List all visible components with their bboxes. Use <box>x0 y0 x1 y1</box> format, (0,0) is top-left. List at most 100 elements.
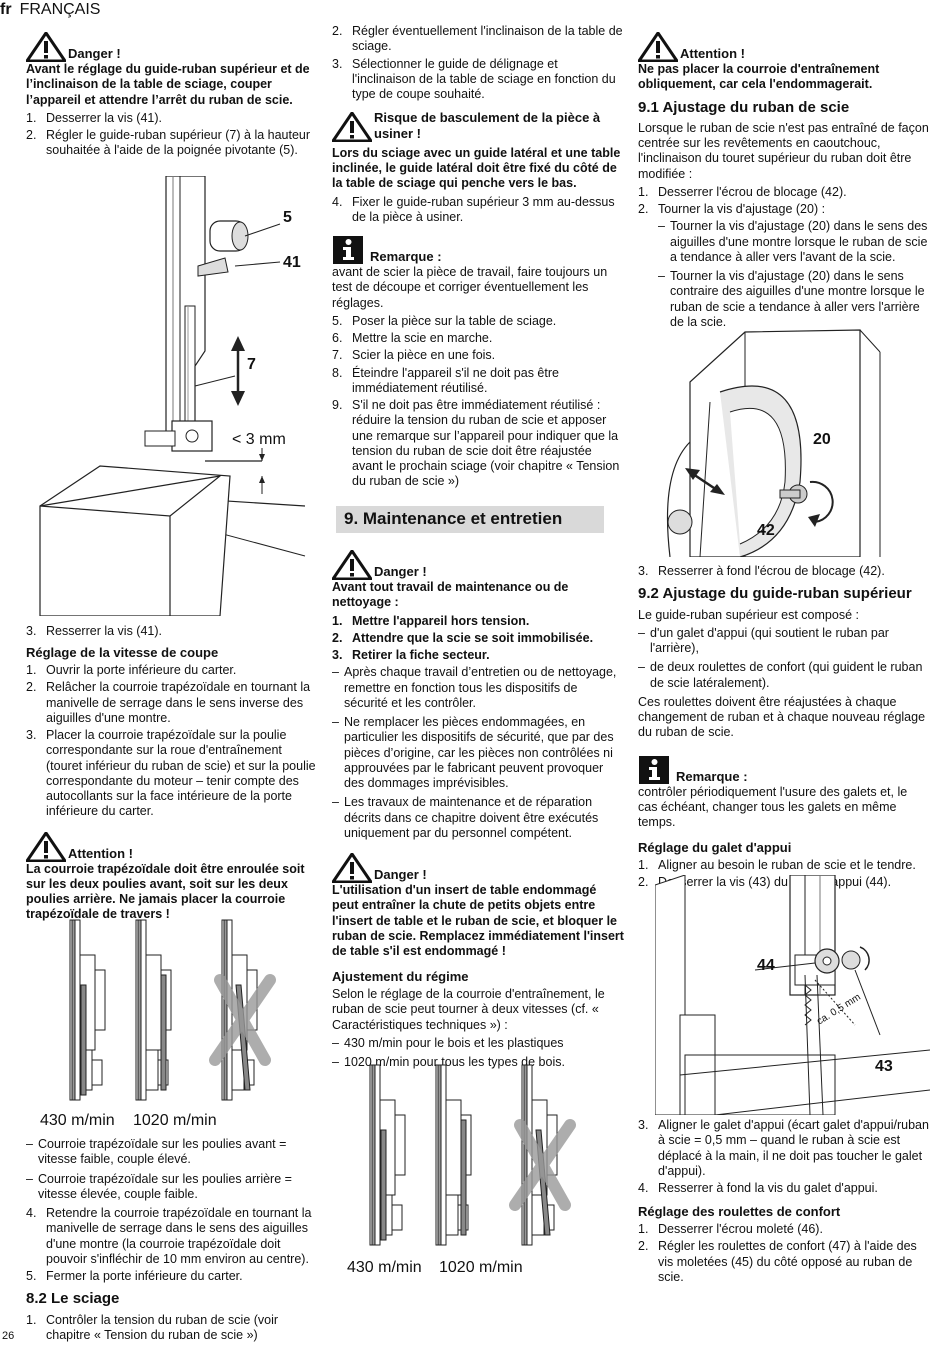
list-item: 2.Attendre que la scie se soit immobilis… <box>332 630 594 645</box>
attention-text: Ne pas placer la courroie d'entraînement… <box>638 62 880 92</box>
fig-label-gap: < 3 mm <box>232 431 286 448</box>
note-heading: Remarque : <box>638 755 930 785</box>
steps-list: 2.Régler éventuellement l'inclinaison de… <box>332 24 624 102</box>
steps-list: 4.Retendre la courroie trapézoïdale en t… <box>26 1206 320 1284</box>
warning-icon <box>638 32 678 62</box>
list-item: 5.Fermer la porte inférieure du carter. <box>26 1269 243 1283</box>
warning-icon <box>26 32 66 62</box>
list-item: Après chaque travail d’entretien ou de n… <box>332 665 624 711</box>
section-heading: 9.2 Ajustage du guide-ruban supérieur <box>638 585 912 603</box>
list-item: 2.Régler le guide-ruban supérieur (7) à … <box>26 128 311 158</box>
risk-text: Lors du sciage avec un guide latéral et … <box>332 145 621 191</box>
attention-title: Attention ! <box>680 46 745 62</box>
steps-list: 1.Desserrer l'écrou moleté (46). 2.Régle… <box>638 1222 930 1285</box>
danger-text: L'utilisation d'un insert de table endom… <box>332 883 624 958</box>
dash-list: Courroie trapézoïdale sur les poulies av… <box>26 1137 320 1202</box>
steps-list: 5.Poser la pièce sur la table de sciage.… <box>332 314 624 490</box>
note-title: Remarque : <box>676 768 748 784</box>
list-item: Les travaux de maintenance et de réparat… <box>332 795 624 841</box>
section-heading: Ajustement du régime <box>332 969 469 985</box>
danger-heading: Danger ! <box>332 550 624 580</box>
section-9-heading: 9. Maintenance et entretien <box>336 506 604 533</box>
list-item: 2.Relâcher la courroie trapézoïdale en t… <box>26 680 311 725</box>
risk-title: Risque de basculement de la pièce à usin… <box>374 110 601 142</box>
steps-list: 1.Desserrer la vis (41). 2.Régler le gui… <box>26 111 316 159</box>
danger-title: Danger ! <box>68 46 121 62</box>
list-item: 7.Scier la pièce en une fois. <box>332 348 496 363</box>
column-1-bottom: Courroie trapézoïdale sur les poulies av… <box>26 1137 320 1345</box>
list-item: 2.Régler les roulettes de confort (47) à… <box>638 1239 917 1284</box>
list-item: Courroie trapézoïdale sur les poulies av… <box>26 1137 320 1168</box>
danger-heading: Danger ! <box>26 32 316 62</box>
dash-list: 430 m/min pour le bois et les plastiques… <box>332 1036 624 1071</box>
list-item: 2.Tourner la vis d'ajustage (20) : <box>638 202 826 217</box>
steps-list: 4.Fixer le guide-ruban supérieur 3 mm au… <box>332 195 624 226</box>
speed-label-1020: 1020 m/min <box>439 1259 523 1276</box>
attention-title: Attention ! <box>68 845 133 861</box>
dash-list: Après chaque travail d’entretien ou de n… <box>332 665 624 841</box>
belt-positions-figure <box>69 919 276 1101</box>
column-2-lower: Danger ! Avant tout travail de maintenan… <box>332 548 624 1074</box>
section-heading: 8.2 Le sciage <box>26 1290 120 1308</box>
page-header: fr FRANÇAIS <box>0 0 100 20</box>
list-item: 3.Resserrer à fond l'écrou de blocage (4… <box>638 564 885 578</box>
column-3-lower: 3.Resserrer à fond l'écrou de blocage (4… <box>638 564 930 893</box>
column-3-bottom: 3.Aligner le galet d'appui (écart galet … <box>638 1118 930 1287</box>
dash-list: Tourner la vis d'ajustage (20) dans le s… <box>658 219 930 330</box>
list-item: 6.Mettre la scie en marche. <box>332 331 493 346</box>
list-item: 1.Ouvrir la porte inférieure du carter. <box>26 663 237 678</box>
list-item: 4.Retendre la courroie trapézoïdale en t… <box>26 1206 312 1266</box>
list-item: 9.S'il ne doit pas être immédiatement ré… <box>332 398 620 489</box>
list-item: Tourner la vis d'ajustage (20) dans le s… <box>658 219 930 265</box>
section-heading: 9.1 Ajustage du ruban de scie <box>638 98 850 116</box>
list-item: Ne remplacer les pièces endommagées, en … <box>332 715 624 791</box>
list-item: 2.Régler éventuellement l'inclinaison de… <box>332 24 623 54</box>
list-item: 1.Desserrer la vis (41). <box>26 110 162 125</box>
section-heading: Réglage de la vitesse de coupe <box>26 645 219 661</box>
paragraph: Selon le réglage de la courroie d'entraî… <box>332 987 605 1032</box>
list-item: 3.Retirer la fiche secteur. <box>332 648 490 662</box>
page-number: 26 <box>2 1330 15 1342</box>
attention-heading: Attention ! <box>26 831 316 862</box>
list-item: 1.Desserrer l'écrou de blocage (42). <box>638 184 847 199</box>
list-item: 3.Placer la courroie trapézoïdale sur la… <box>26 728 316 819</box>
paragraph: Ces roulettes doivent être réajustées à … <box>638 694 926 740</box>
fig-label-41: 41 <box>283 254 301 271</box>
danger-text: Avant tout travail de maintenance ou de … <box>332 580 569 610</box>
note-text: contrôler périodiquement l'usure des gal… <box>638 784 908 830</box>
fig-label-5: 5 <box>283 209 292 226</box>
danger-text: Avant le réglage du guide-ruban supérieu… <box>26 62 310 107</box>
list-item: 4.Fixer le guide-ruban supérieur 3 mm au… <box>332 194 615 224</box>
attention-text: La courroie trapézoïdale doit être enrou… <box>26 861 305 922</box>
section-heading: Réglage du galet d'appui <box>638 840 792 856</box>
list-item: 3.Sélectionner le guide de délignage et … <box>332 56 616 102</box>
paragraph: Lorsque le ruban de scie n'est pas entra… <box>638 120 929 181</box>
dash-list: d'un galet d'appui (qui soutient le ruba… <box>638 626 930 691</box>
steps-list: 3.Resserrer à fond l'écrou de blocage (4… <box>638 564 930 579</box>
list-item: 1.Mettre l'appareil hors tension. <box>332 613 530 628</box>
language-code: fr <box>0 1 12 18</box>
danger-heading: Danger ! <box>332 853 624 883</box>
steps-list: 1.Contrôler la tension du ruban de scie … <box>26 1313 320 1344</box>
attention-heading: Attention ! <box>638 32 930 62</box>
belt-positions-figure-2 <box>369 1064 576 1246</box>
speed-label-1020: 1020 m/min <box>133 1112 217 1129</box>
speed-label-430: 430 m/min <box>40 1112 115 1129</box>
danger-title: Danger ! <box>374 564 427 580</box>
steps-list: 3.Aligner le galet d'appui (écart galet … <box>638 1118 930 1196</box>
column-1-lower: 3.Resserrer la vis (41). Réglage de la v… <box>26 624 316 926</box>
warning-icon <box>332 111 372 142</box>
note-heading: Remarque : <box>332 235 624 265</box>
upper-guide-figure <box>39 176 306 616</box>
language-title: FRANÇAIS <box>19 1 101 18</box>
note-text: avant de scier la pièce de travail, fair… <box>332 265 608 310</box>
fig-label-42: 42 <box>757 522 775 539</box>
warning-icon <box>332 853 372 883</box>
info-icon <box>639 755 669 784</box>
list-item: 1.Aligner au besoin le ruban de scie et … <box>638 858 916 873</box>
risk-heading: Risque de basculement de la pièce à usin… <box>332 110 624 142</box>
list-item: 5.Poser la pièce sur la table de sciage. <box>332 313 557 328</box>
list-item: 1020 m/min pour tous les types de bois. <box>332 1055 624 1071</box>
section-heading: Réglage des roulettes de confort <box>638 1204 841 1220</box>
info-icon <box>333 236 363 265</box>
